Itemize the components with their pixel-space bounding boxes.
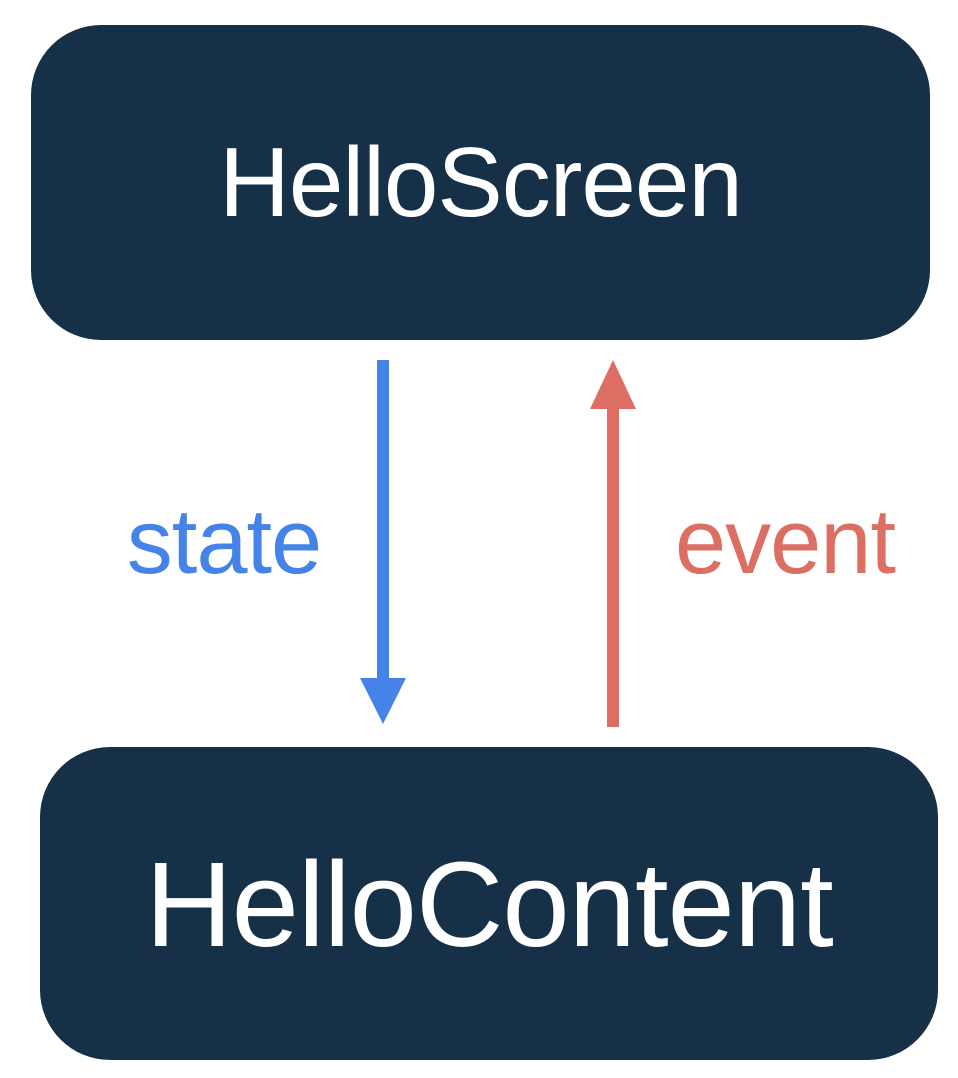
hello-content-box: HelloContent — [40, 747, 938, 1060]
state-arrow-shaft — [377, 360, 389, 685]
state-arrowhead-icon — [360, 678, 406, 724]
state-arrow-down — [360, 360, 406, 724]
event-arrow-shaft — [607, 409, 619, 727]
state-label: state — [126, 490, 322, 593]
event-arrow-up — [590, 360, 636, 727]
hello-screen-box: HelloScreen — [31, 25, 930, 340]
event-arrowhead-icon — [590, 360, 636, 409]
hello-screen-label: HelloScreen — [219, 127, 743, 237]
hello-content-label: HelloContent — [145, 835, 834, 972]
event-label: event — [674, 490, 896, 593]
